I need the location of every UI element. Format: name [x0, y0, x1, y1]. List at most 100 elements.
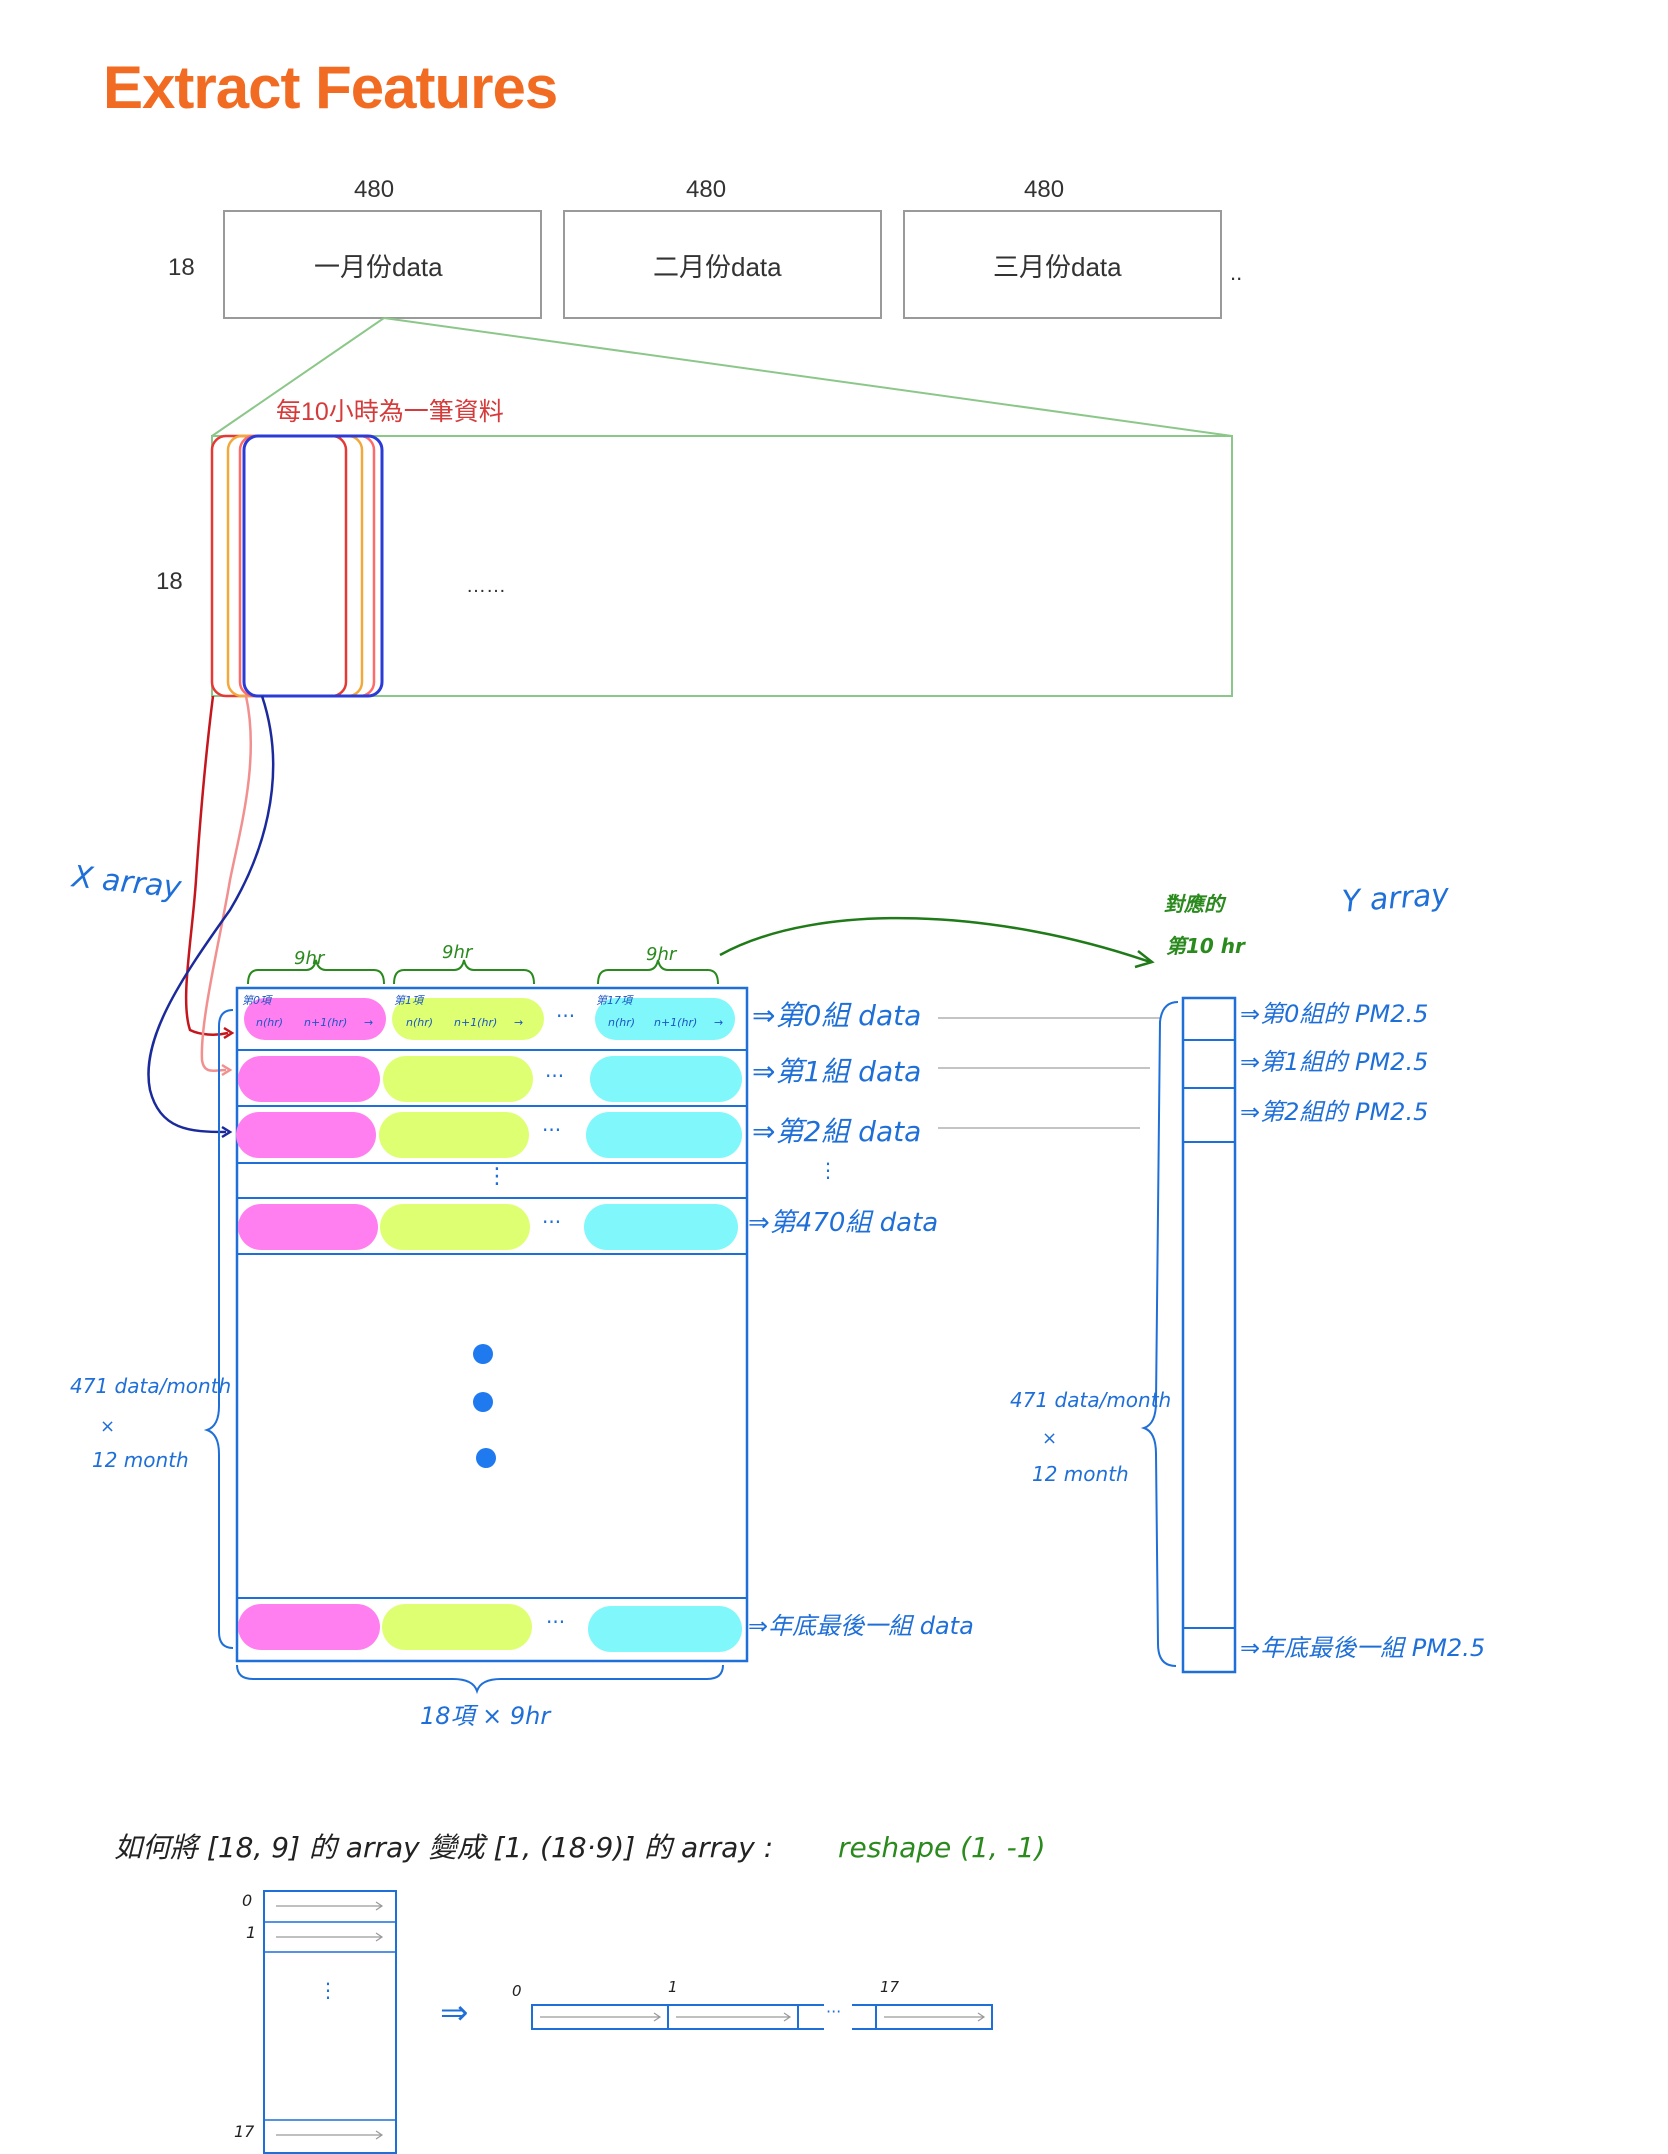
expanded-month-box — [211, 435, 1233, 697]
cell-arrow: → — [714, 1016, 724, 1029]
month-width-label: 480 — [686, 176, 727, 203]
window-more: …… — [466, 575, 506, 597]
item-label-17: 第17項 — [596, 994, 632, 1007]
x-row0-item0 — [244, 998, 386, 1040]
month-label-jan: 一月份data — [314, 252, 443, 282]
big-dot — [473, 1344, 493, 1364]
month-label-feb: 二月份data — [653, 252, 782, 282]
cell-n1: n+1(hr) — [304, 1016, 348, 1029]
window-height-label: 18 — [156, 568, 183, 595]
arrow-red — [184, 695, 229, 1036]
y-header-2: 第10 hr — [1166, 934, 1245, 958]
x-row470-item0 — [238, 1204, 378, 1250]
col-ellipsis: ··· — [545, 1064, 565, 1088]
cell-arrow: → — [364, 1016, 374, 1029]
x-rowlast-item17 — [588, 1606, 742, 1652]
col-ellipsis: ··· — [546, 1610, 566, 1634]
zoom-line-left — [211, 317, 385, 437]
matrix-vdots: ⋮ — [318, 1978, 338, 2002]
x-row2-item17 — [586, 1112, 742, 1158]
y-array-label: Y array — [1340, 877, 1451, 920]
x-row2-item0 — [236, 1112, 376, 1158]
month-box-3 — [903, 210, 1222, 319]
cell-n1: n+1(hr) — [654, 1016, 698, 1029]
x-row-label-1: ⇒第1組 data — [752, 1055, 922, 1088]
month-width-label: 480 — [354, 176, 395, 203]
window-orange — [226, 434, 364, 698]
x-row-label-0: ⇒第0組 data — [752, 999, 922, 1032]
x-row2-item1 — [379, 1112, 529, 1158]
big-dot — [473, 1392, 493, 1412]
window-pink — [238, 434, 376, 698]
month-more: .. — [1230, 260, 1243, 285]
page-title: Extract Features — [103, 54, 558, 121]
big-dot — [476, 1448, 496, 1468]
flat-index-1: 1 — [668, 1978, 678, 1996]
x-row0-item1 — [392, 998, 544, 1040]
x-count-line1: 471 data/month — [70, 1374, 232, 1398]
x-row1-item0 — [238, 1056, 380, 1102]
y-array-box — [1181, 996, 1237, 1674]
x-row1-item1 — [383, 1056, 533, 1102]
cell-arrow: → — [514, 1016, 524, 1029]
item-label-1: 第1項 — [394, 994, 423, 1007]
x-array-box — [235, 986, 749, 1663]
y-count-times: × — [1042, 1428, 1058, 1449]
cell-n: n(hr) — [608, 1016, 636, 1029]
reshape-arrow: ⇒ — [440, 1993, 469, 2033]
col-ellipsis: ··· — [542, 1118, 562, 1142]
window-red — [210, 434, 348, 698]
window-caption: 每10小時為一筆資料 — [276, 398, 504, 426]
col-ellipsis: ··· — [542, 1210, 562, 1234]
flat-ellipsis: ··· — [826, 2002, 842, 2021]
x-count-line2: 12 month — [92, 1448, 189, 1472]
x-row-label-2: ⇒第2組 data — [752, 1115, 922, 1148]
col-width-label: 9hr — [294, 948, 325, 969]
month-box-2 — [563, 210, 882, 319]
flat-index-17: 17 — [880, 1978, 900, 1996]
x-rowlast-item0 — [238, 1604, 380, 1650]
row-index-1: 1 — [246, 1923, 257, 1942]
y-row-label-0: ⇒第0組的 PM2.5 — [1240, 1000, 1429, 1028]
flat-index-0: 0 — [512, 1982, 522, 2000]
x-row-label-470: ⇒第470組 data — [748, 1208, 939, 1238]
col-width-label: 9hr — [646, 944, 677, 965]
month-height-label: 18 — [168, 254, 195, 281]
matrix-18x9 — [263, 1890, 397, 2154]
x-count-times: × — [100, 1416, 116, 1437]
month-label-mar: 三月份data — [993, 252, 1122, 282]
y-count-line2: 12 month — [1032, 1462, 1129, 1486]
zoom-line-right — [383, 317, 1233, 437]
row-vdots: ⋮ — [486, 1164, 508, 1189]
row-index-17: 17 — [234, 2122, 255, 2141]
x-row1-item17 — [590, 1056, 742, 1102]
y-row-label-2: ⇒第2組的 PM2.5 — [1240, 1098, 1429, 1126]
cell-n: n(hr) — [406, 1016, 434, 1029]
arrow-navy — [147, 695, 275, 1134]
col-width-label: 9hr — [442, 942, 473, 963]
y-row-label-last: ⇒年底最後一組 PM2.5 — [1240, 1634, 1486, 1662]
cell-n1: n+1(hr) — [454, 1016, 498, 1029]
y-header-1: 對應的 — [1164, 892, 1224, 916]
row-label-vdots: ⋮ — [818, 1158, 838, 1182]
arrow-pink — [200, 695, 252, 1073]
cell-n: n(hr) — [256, 1016, 284, 1029]
row-index-0: 0 — [242, 1891, 253, 1910]
window-blue — [242, 434, 384, 698]
x-row470-item1 — [380, 1204, 530, 1250]
x-row0-item17 — [595, 998, 735, 1040]
reshape-answer: reshape (1, -1) — [838, 1831, 1046, 1864]
y-count-line1: 471 data/month — [1010, 1388, 1172, 1412]
x-row470-item17 — [584, 1204, 738, 1250]
arrow-green — [719, 916, 1151, 964]
x-bottom-label: 18項 × 9hr — [420, 1702, 551, 1730]
x-row-label-last: ⇒年底最後一組 data — [748, 1612, 974, 1640]
month-width-label: 480 — [1024, 176, 1065, 203]
y-row-label-1: ⇒第1組的 PM2.5 — [1240, 1048, 1429, 1076]
reshape-question: 如何將 [18, 9] 的 array 變成 [1, (18·9)] 的 arr… — [114, 1831, 774, 1864]
x-rowlast-item1 — [382, 1604, 532, 1650]
col-ellipsis: ··· — [556, 1004, 576, 1028]
item-label-0: 第0項 — [242, 994, 271, 1007]
